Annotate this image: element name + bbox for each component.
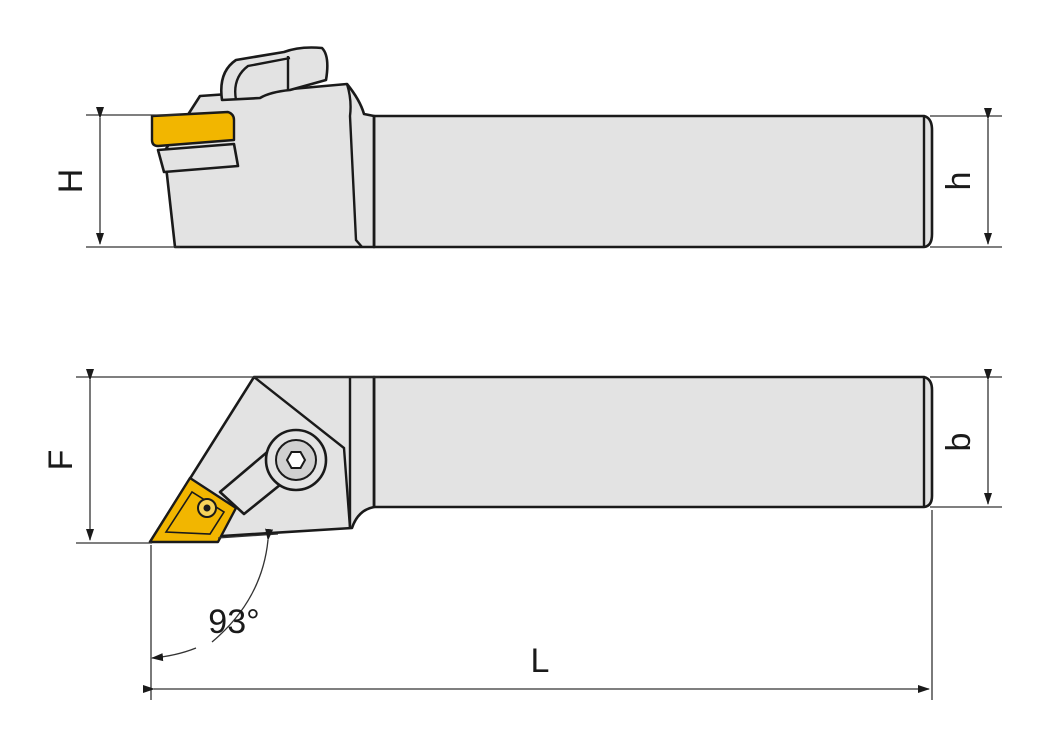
top-insert-inner [164, 490, 226, 535]
dimension-label-F: F [42, 450, 80, 471]
side-view [150, 46, 934, 249]
side-clamp [220, 46, 329, 102]
dimension-label-L: L [531, 642, 550, 680]
dimension-label-h: h [940, 172, 978, 191]
side-view-dimensions: H h [52, 107, 1002, 248]
dimension-label-b: b [940, 433, 978, 452]
angle-label: 93° [208, 603, 259, 641]
top-view [148, 375, 934, 544]
dimension-label-H: H [52, 169, 90, 194]
side-head-step [345, 83, 363, 248]
hex-socket-icon [285, 451, 307, 469]
top-shank [372, 375, 934, 509]
insert-hole-center [203, 504, 211, 512]
top-view-dimensions: F b L 93° [42, 369, 1002, 700]
side-clamp-arm [234, 56, 291, 101]
top-head-face [253, 376, 352, 529]
side-seat [156, 142, 240, 174]
side-insert [150, 110, 236, 148]
side-shank [372, 114, 934, 249]
